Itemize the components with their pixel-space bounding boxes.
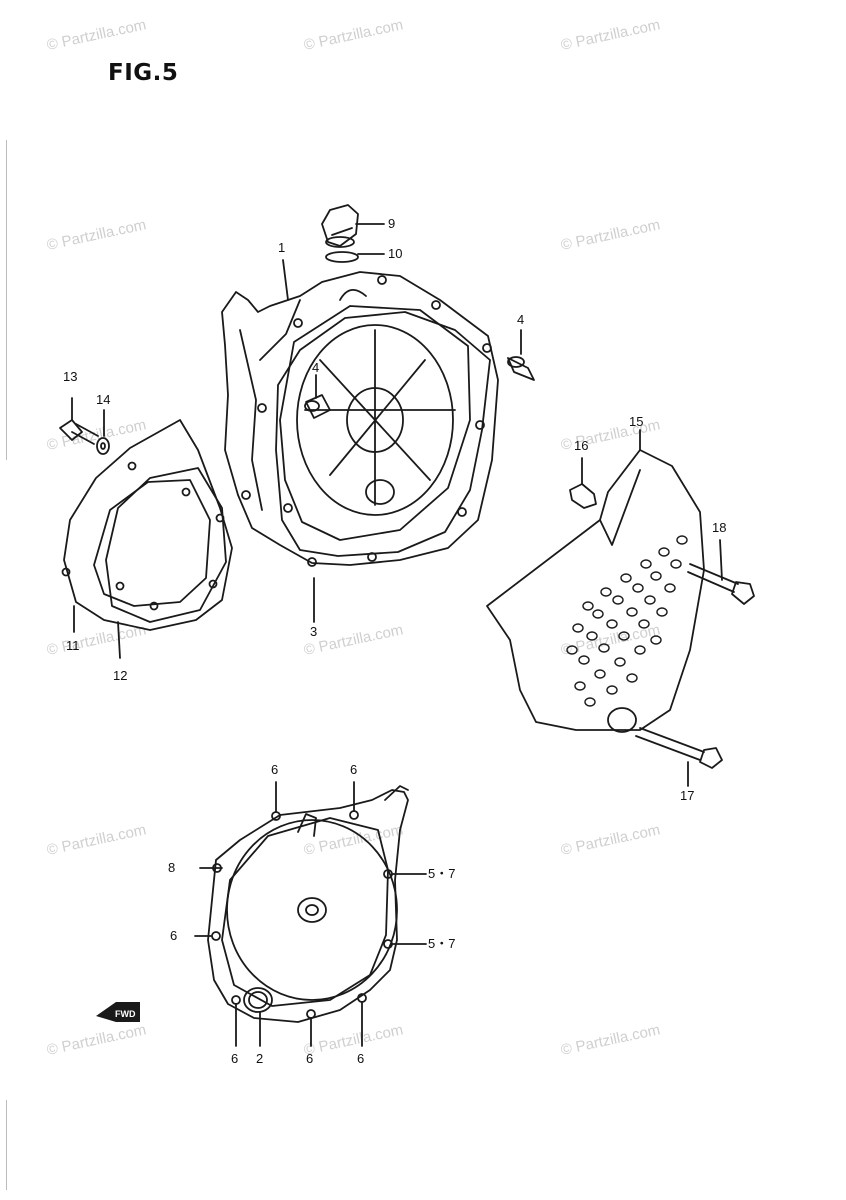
callout-17: 17 (680, 788, 694, 803)
fwd-arrow-icon: FWD (96, 1002, 140, 1022)
spacer-part (569, 457, 597, 509)
callout-4: 4 (312, 360, 319, 375)
callout-13: 13 (63, 369, 77, 384)
scan-edge-line (6, 140, 7, 460)
callout-6: 6 (170, 928, 177, 943)
callout-6: 6 (231, 1051, 238, 1066)
cover-gasket-part (275, 311, 491, 557)
clutch-cover-part (221, 271, 499, 567)
watermark: © Partzilla.com (45, 216, 147, 254)
watermark: © Partzilla.com (302, 821, 404, 859)
callout-14: 14 (96, 392, 110, 407)
callout-15: 15 (629, 414, 643, 429)
callout-16: 16 (574, 438, 588, 453)
callout-3: 3 (310, 624, 317, 639)
callout-6: 6 (306, 1051, 313, 1066)
callout-2: 2 (256, 1051, 263, 1066)
washer-part (96, 409, 110, 455)
callout-8: 8 (168, 860, 175, 875)
callout-6: 6 (271, 762, 278, 777)
callout-9: 9 (388, 216, 395, 231)
dowel-pin-part (507, 329, 535, 381)
watermark: © Partzilla.com (302, 621, 404, 659)
outer-cover-part (194, 781, 427, 1047)
callout-10: 10 (388, 246, 402, 261)
watermark: © Partzilla.com (559, 821, 661, 859)
callout-5-7: 5・7 (428, 936, 455, 951)
watermark: © Partzilla.com (302, 16, 404, 54)
generator-cover-part (61, 419, 233, 631)
callout-layer: 1 2 3 4 4 5・7 5・7 6 6 6 6 6 6 8 9 10 11 … (63, 216, 726, 1066)
bolt-part (635, 727, 723, 787)
guard-plate-holes (566, 535, 688, 707)
watermark: © Partzilla.com (45, 16, 147, 54)
callout-6: 6 (350, 762, 357, 777)
o-ring-part (325, 251, 385, 263)
watermark: © Partzilla.com (559, 16, 661, 54)
watermark: © Partzilla.com (45, 1021, 147, 1059)
leader-line (282, 259, 289, 301)
oil-filler-cap-part (321, 204, 385, 248)
callout-5-7: 5・7 (428, 866, 455, 881)
bolt-part (687, 539, 755, 605)
generator-gasket-part (73, 467, 227, 659)
callout-11: 11 (66, 638, 80, 653)
watermark: © Partzilla.com (302, 1021, 404, 1059)
watermark: © Partzilla.com (559, 1021, 661, 1059)
guard-plate-part (486, 429, 705, 733)
watermark: © Partzilla.com (45, 821, 147, 859)
figure-title: FIG.5 (108, 60, 179, 86)
scan-edge-line (6, 1100, 7, 1190)
dowel-pin-part (304, 374, 331, 419)
callout-4: 4 (517, 312, 524, 327)
bolt-part (59, 397, 99, 445)
watermark: © Partzilla.com (559, 216, 661, 254)
callout-6: 6 (357, 1051, 364, 1066)
fwd-label: FWD (115, 1009, 136, 1019)
callout-18: 18 (712, 520, 726, 535)
callout-12: 12 (113, 668, 127, 683)
callout-1: 1 (278, 240, 285, 255)
